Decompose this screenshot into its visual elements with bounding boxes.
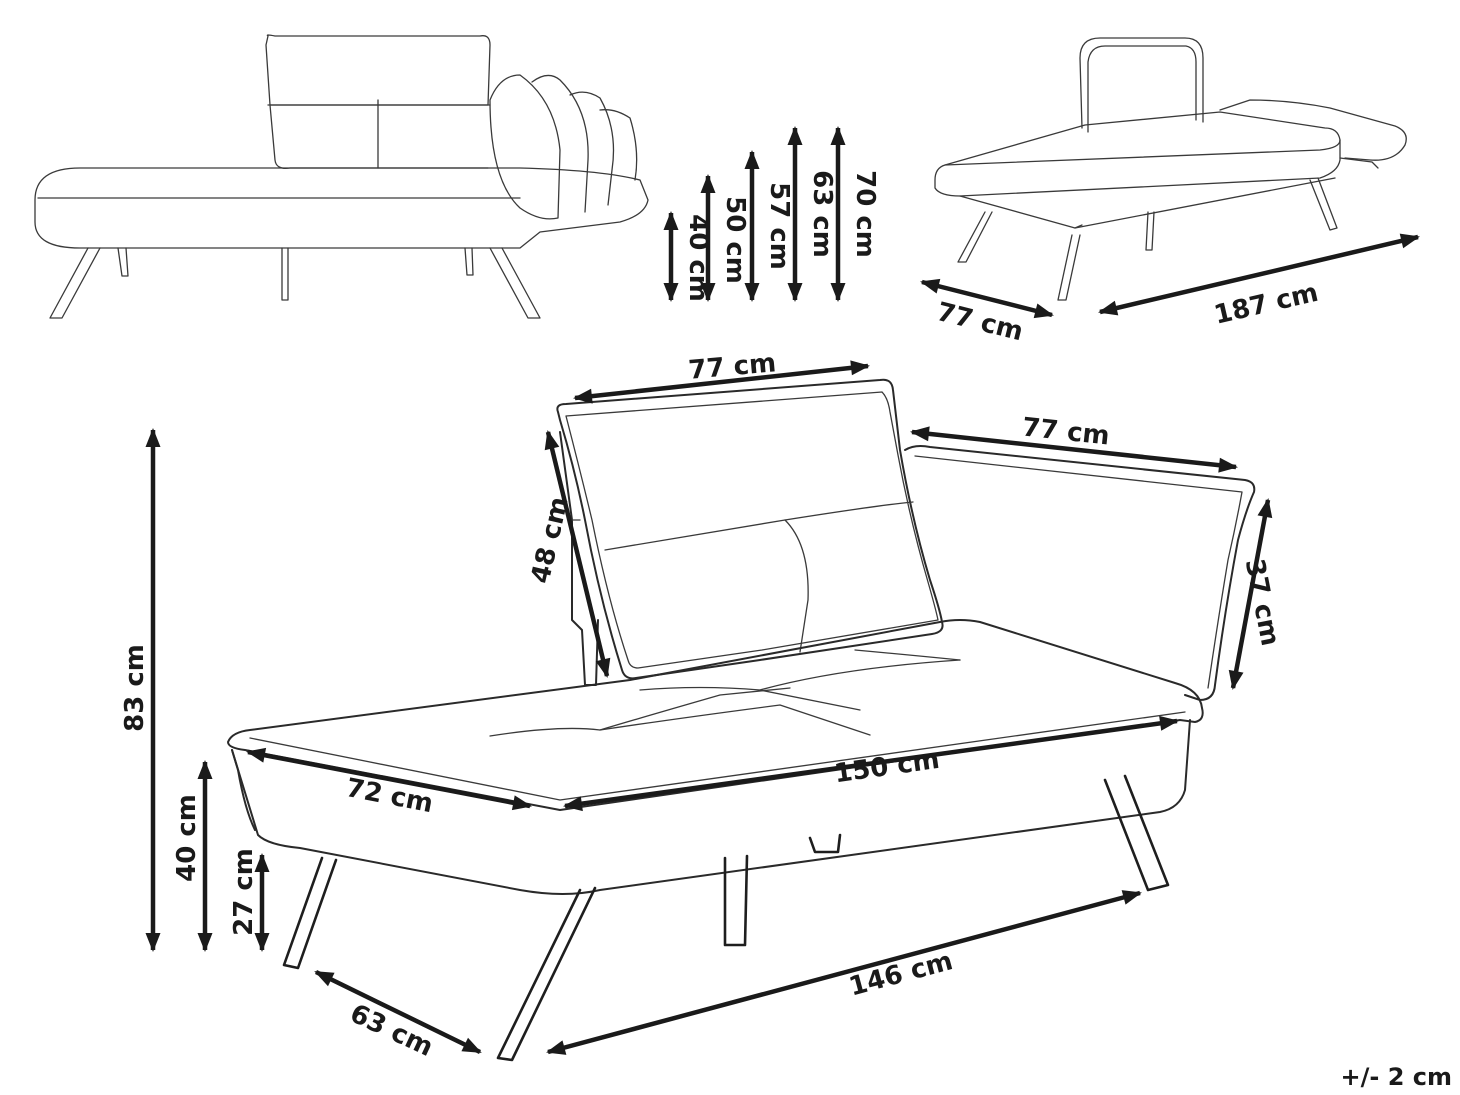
arrowhead-seat-height-start: [197, 760, 213, 779]
arrowhead-side-h50-end: [700, 283, 716, 302]
dimension-labels: 40 cm 50 cm 57 cm 63 cm 70 cm 77 cm 187 …: [120, 170, 1452, 1091]
dim-arrow-small-length: [1099, 234, 1419, 315]
dim-arrow-small-depth: [921, 279, 1053, 318]
arrowhead-back-height-end: [595, 657, 611, 678]
label-side-h40: 40 cm: [683, 214, 713, 302]
arrowhead-base-depth-start: [314, 971, 335, 987]
arrowhead-side-h63-start: [787, 126, 803, 145]
arrowhead-arm-height-end: [1228, 669, 1244, 690]
arrowhead-side-h40-start: [663, 211, 679, 230]
arrowhead-seat-depth-end: [511, 795, 532, 811]
dimension-arrowheads: [145, 126, 1420, 1055]
arrowhead-arm-height-start: [1257, 498, 1273, 519]
dim-arrow-seat-length: [564, 718, 1178, 809]
arrowhead-seat-depth-start: [246, 747, 267, 763]
arrowhead-leg-height-end: [254, 933, 270, 952]
label-leg-height: 27 cm: [229, 848, 259, 936]
arrowhead-side-h70-start: [830, 126, 846, 145]
dim-arrow-seat-depth: [247, 749, 531, 809]
label-total-height: 83 cm: [120, 644, 150, 732]
label-side-h57: 57 cm: [764, 182, 794, 270]
tolerance-note: +/- 2 cm: [1341, 1063, 1452, 1091]
main-perspective-illustration: [227, 378, 1256, 1062]
arrowhead-leg-height-start: [254, 853, 270, 872]
dim-arrow-base-depth: [315, 969, 481, 1055]
label-arm-height: 37 cm: [1239, 557, 1285, 649]
arrowhead-side-h40-end: [663, 283, 679, 302]
label-side-h63: 63 cm: [807, 170, 837, 258]
arrowhead-small-depth-end: [1033, 303, 1054, 319]
arrowhead-back-height-start: [544, 430, 560, 451]
arrowhead-total-height-end: [145, 933, 161, 952]
side-view-illustration: [34, 34, 649, 319]
dim-arrow-back-height: [545, 431, 610, 677]
arrowhead-total-height-start: [145, 428, 161, 447]
arrowhead-seat-height-end: [197, 933, 213, 952]
dim-arrow-back-width: [574, 363, 869, 401]
arrowhead-small-depth-start: [920, 278, 941, 294]
label-base-length: 146 cm: [846, 946, 956, 1002]
arrowhead-base-depth-end: [461, 1037, 482, 1053]
arrowhead-small-length-start: [1098, 300, 1119, 316]
arrowhead-side-h57-start: [744, 150, 760, 169]
arrowhead-back-width-start: [573, 388, 593, 404]
dim-arrow-arm-height: [1230, 499, 1271, 689]
arrowhead-base-length-end: [1121, 890, 1142, 905]
arrowhead-seat-length-start: [563, 796, 583, 812]
arrowhead-side-h70-end: [830, 283, 846, 302]
arrowhead-side-h57-end: [744, 283, 760, 302]
label-back-height: 48 cm: [526, 494, 575, 586]
arrowhead-back-width-end: [850, 360, 870, 376]
label-side-h70: 70 cm: [850, 170, 880, 258]
small-perspective-illustration: [934, 37, 1407, 301]
label-side-h50: 50 cm: [720, 196, 750, 284]
arrowhead-side-h63-end: [787, 283, 803, 302]
label-seat-length: 150 cm: [832, 745, 941, 789]
label-seat-depth: 72 cm: [344, 773, 436, 819]
label-back-width: 77 cm: [687, 348, 777, 386]
arrowhead-arm-length-end: [1218, 457, 1238, 473]
dim-arrow-arm-length: [911, 429, 1237, 470]
label-seat-height: 40 cm: [172, 794, 202, 882]
arrowhead-seat-length-end: [1159, 715, 1179, 731]
arrowhead-side-h50-start: [700, 174, 716, 193]
arrowhead-small-length-end: [1399, 233, 1420, 249]
arrowhead-base-length-start: [546, 1040, 567, 1055]
label-small-length: 187 cm: [1211, 278, 1321, 331]
arrowhead-arm-length-start: [910, 426, 930, 442]
dim-arrow-base-length: [547, 890, 1141, 1055]
